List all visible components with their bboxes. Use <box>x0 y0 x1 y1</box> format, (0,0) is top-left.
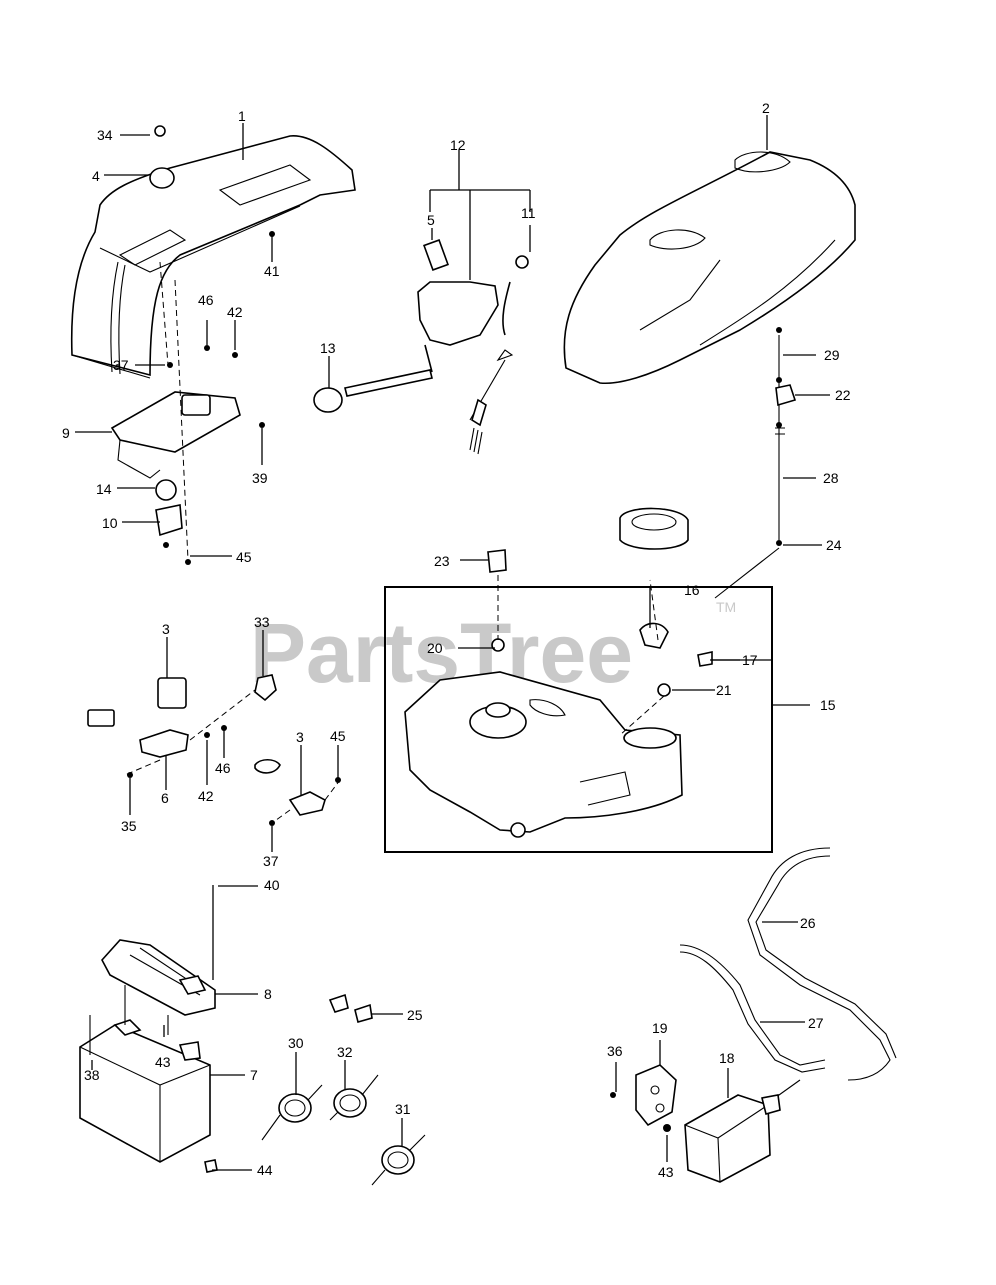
callout-37-upper: 37 <box>113 357 129 373</box>
callout-42-upper: 42 <box>227 304 243 320</box>
callout-18: 18 <box>719 1050 735 1066</box>
callout-46-lower: 46 <box>215 760 231 776</box>
callout-19: 19 <box>652 1020 668 1036</box>
part-14-knob <box>155 479 177 501</box>
part-15-fuel-tank-kit-box <box>384 586 773 853</box>
callout-3-lower: 3 <box>296 729 304 745</box>
callout-17: 17 <box>742 652 758 668</box>
callout-26: 26 <box>800 915 816 931</box>
callout-43-right: 43 <box>658 1164 674 1180</box>
part-7-battery <box>79 1019 211 1163</box>
part-16-fuel-cap <box>619 507 689 550</box>
callout-45-upper: 45 <box>236 549 252 565</box>
callout-29: 29 <box>824 347 840 363</box>
callout-15: 15 <box>820 697 836 713</box>
callout-10: 10 <box>102 515 118 531</box>
part-28-fuel-line <box>775 335 797 540</box>
callout-23: 23 <box>434 553 450 569</box>
callout-13: 13 <box>320 340 336 356</box>
callout-39: 39 <box>252 470 268 486</box>
callout-8: 8 <box>264 986 272 1002</box>
leader-lines <box>75 115 830 1171</box>
callout-14: 14 <box>96 481 112 497</box>
callout-36: 36 <box>607 1043 623 1059</box>
callout-6: 6 <box>161 790 169 806</box>
callout-16: 16 <box>684 582 700 598</box>
callout-4: 4 <box>92 168 100 184</box>
callout-9: 9 <box>62 425 70 441</box>
part-19-bracket <box>635 1064 677 1127</box>
callout-40-bolt: 40 <box>264 877 280 893</box>
callout-20: 20 <box>427 640 443 656</box>
callout-30: 30 <box>288 1035 304 1051</box>
callout-22: 22 <box>835 387 851 403</box>
callout-34: 34 <box>97 127 113 143</box>
callout-43-left: 43 <box>155 1054 171 1070</box>
callout-24: 24 <box>826 537 842 553</box>
part-18-canister <box>684 1094 781 1183</box>
part-26-27-hoses <box>679 847 897 1106</box>
callout-5: 5 <box>427 212 435 228</box>
callout-7: 7 <box>250 1067 258 1083</box>
part-9-bracket <box>110 261 241 565</box>
callout-21: 21 <box>716 682 732 698</box>
callout-42-lower: 42 <box>198 788 214 804</box>
watermark-trademark: TM <box>716 599 736 615</box>
callout-25: 25 <box>407 1007 423 1023</box>
callout-35: 35 <box>121 818 137 834</box>
callout-27: 27 <box>808 1015 824 1031</box>
part-23-grommet <box>487 549 507 573</box>
callout-3-upper: 3 <box>162 621 170 637</box>
callout-33: 33 <box>254 614 270 630</box>
part-3-switch-upper <box>87 674 277 776</box>
callout-1: 1 <box>238 108 246 124</box>
part-3-switch-lower <box>254 758 341 824</box>
part-8-battery-tray <box>101 939 216 1016</box>
callout-37-lower: 37 <box>263 853 279 869</box>
callout-46-upper: 46 <box>198 292 214 308</box>
callout-38: 38 <box>84 1067 100 1083</box>
part-15-fuel-tank <box>404 507 780 838</box>
callout-12: 12 <box>450 137 466 153</box>
callout-44: 44 <box>257 1162 273 1178</box>
callout-2: 2 <box>762 100 770 116</box>
part-2-hood <box>563 151 856 385</box>
callout-labels: 1 2 3 3 4 5 6 7 8 9 10 11 12 13 14 15 16… <box>62 100 851 1180</box>
battery-cables <box>261 993 426 1186</box>
callout-45-lower: 45 <box>330 728 346 744</box>
callout-11: 11 <box>521 205 536 221</box>
callout-31: 31 <box>395 1101 411 1117</box>
callout-28: 28 <box>823 470 839 486</box>
part-12-throttle-assembly <box>313 239 529 455</box>
callout-32: 32 <box>337 1044 353 1060</box>
callout-41: 41 <box>264 263 280 279</box>
part-1-console <box>70 135 356 379</box>
